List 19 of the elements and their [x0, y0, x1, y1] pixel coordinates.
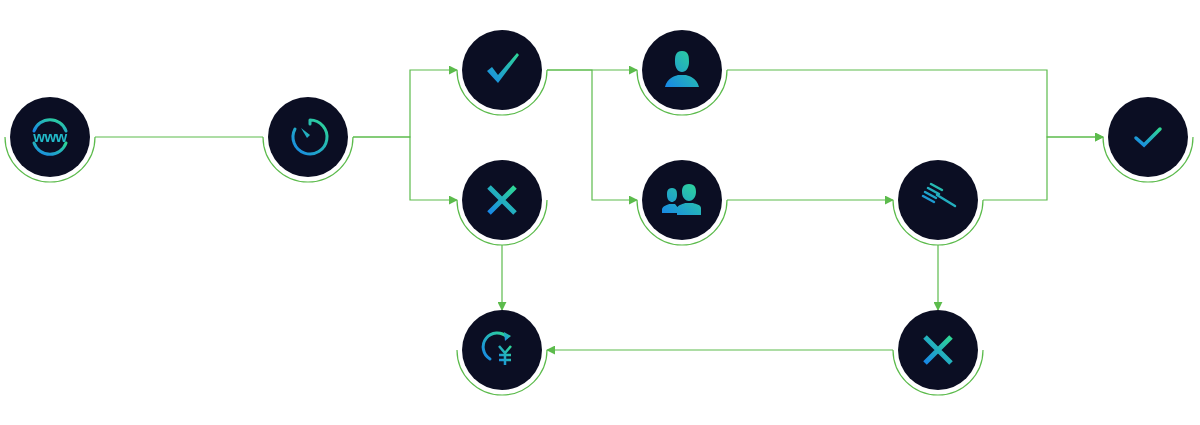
icon-circle — [462, 310, 542, 390]
web-address-text: www — [32, 127, 68, 147]
icon-circle — [462, 160, 542, 240]
icon-circle — [10, 97, 90, 177]
icon-circle — [898, 310, 978, 390]
icon-circle — [462, 30, 542, 110]
icon-circle — [898, 160, 978, 240]
icon-circle — [642, 160, 722, 240]
arrow — [546, 345, 894, 355]
arrow — [726, 195, 894, 205]
arrow — [546, 69, 638, 205]
arrow — [497, 244, 507, 311]
icon-circle — [642, 30, 722, 110]
connector-line — [94, 136, 264, 138]
arrow — [982, 132, 1104, 201]
arrow — [933, 244, 943, 311]
icon-circle — [268, 97, 348, 177]
arrow — [352, 136, 458, 205]
icon-circle — [1108, 97, 1188, 177]
